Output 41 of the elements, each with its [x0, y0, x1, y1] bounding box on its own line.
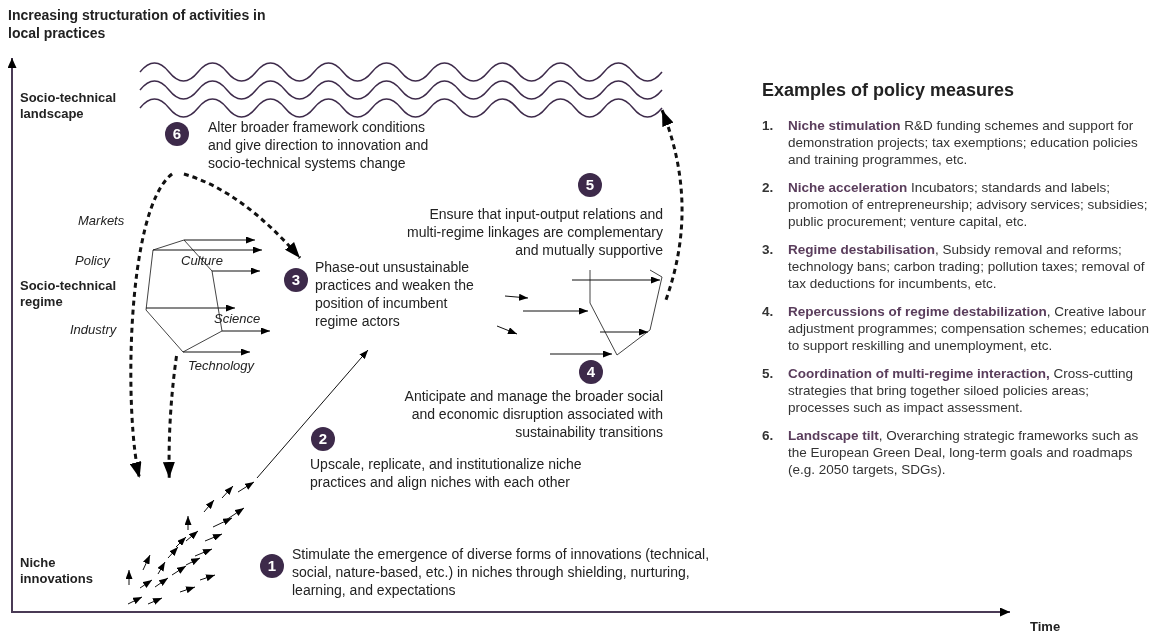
number-badge: 5	[578, 173, 602, 197]
step-description: Upscale, replicate, and institutionalize niche practices and align niches with each other	[310, 455, 583, 491]
list-item-text: Coordination of multi-regime interaction, Cross-cutting strategies that bring together siloed policies areas; processes such as impact assessment.	[788, 365, 1135, 416]
step-description: Phase-out unsustainable practices and weaken the position of incumbent regime actors	[315, 258, 475, 330]
step-description: Alter broader framework conditions and give direction to innovation and socio-technical systems change	[208, 118, 430, 172]
list-item-text: Regime destabilisation, Subsidy removal and reforms; technology bans; carbon trading; pollution taxes; removal of tax deductions for incumbents, etc.	[788, 241, 1146, 292]
number-badge: 2	[311, 427, 335, 451]
list-number: 4.	[762, 303, 775, 321]
level-label: Socio-technical landscape	[20, 90, 118, 122]
network-label: Technology	[188, 358, 254, 374]
axis-label: Increasing structuration of activities in local practices	[8, 6, 267, 42]
arrow	[129, 173, 174, 479]
list-item-text: Repercussions of regime destabilization, Creative labour adjustment programmes; compensation schemes; education to support reskilling and unemployment, etc.	[788, 303, 1150, 354]
network-label: Industry	[70, 322, 117, 338]
list-number: 2.	[762, 179, 775, 197]
arrow	[256, 349, 369, 479]
list-item-text: Niche acceleration Incubators; standards and labels; promotion of entrepreneurship; advisory services; subsidies; public procurement; venture capital, etc.	[788, 179, 1149, 230]
level-label: Socio-technical regime	[20, 278, 118, 310]
arrow	[660, 109, 684, 301]
list-number: 3.	[762, 241, 775, 259]
arrow	[183, 172, 302, 259]
step-description: Anticipate and manage the broader social and economic disruption associated with sustainability transitions	[403, 387, 663, 441]
number-badge: 6	[165, 122, 189, 146]
level-label: Niche innovations	[20, 555, 94, 587]
network-label: Markets	[78, 213, 125, 229]
panel-heading: Examples of policy measures	[762, 80, 1016, 101]
list-number: 5.	[762, 365, 775, 383]
list-number: 1.	[762, 117, 775, 135]
list-item-text: Niche stimulation R&D funding schemes and support for demonstration projects; tax exemptions; education policies and training programmes, etc.	[788, 117, 1139, 168]
number-badge: 4	[579, 360, 603, 384]
arrow	[163, 355, 178, 479]
network-label: Science	[214, 311, 261, 327]
network-label: Culture	[181, 253, 223, 269]
step-description: Stimulate the emergence of diverse forms of innovations (technical, social, nature-based, etc.) in niches through shielding, nurturing, learning, and expectations	[292, 545, 711, 599]
axis-label: Time	[1030, 619, 1061, 635]
number-badge: 1	[260, 554, 284, 578]
step-description: Ensure that input-output relations and multi-regime linkages are complementary and mutually supportive	[406, 205, 663, 259]
list-item-text: Landscape tilt, Overarching strategic frameworks such as the European Green Deal, long-term goals and roadmaps (e.g. 2050 targets, SDGs).	[788, 427, 1140, 478]
network-label: Policy	[75, 253, 110, 269]
number-badge: 3	[284, 268, 308, 292]
list-number: 6.	[762, 427, 775, 445]
